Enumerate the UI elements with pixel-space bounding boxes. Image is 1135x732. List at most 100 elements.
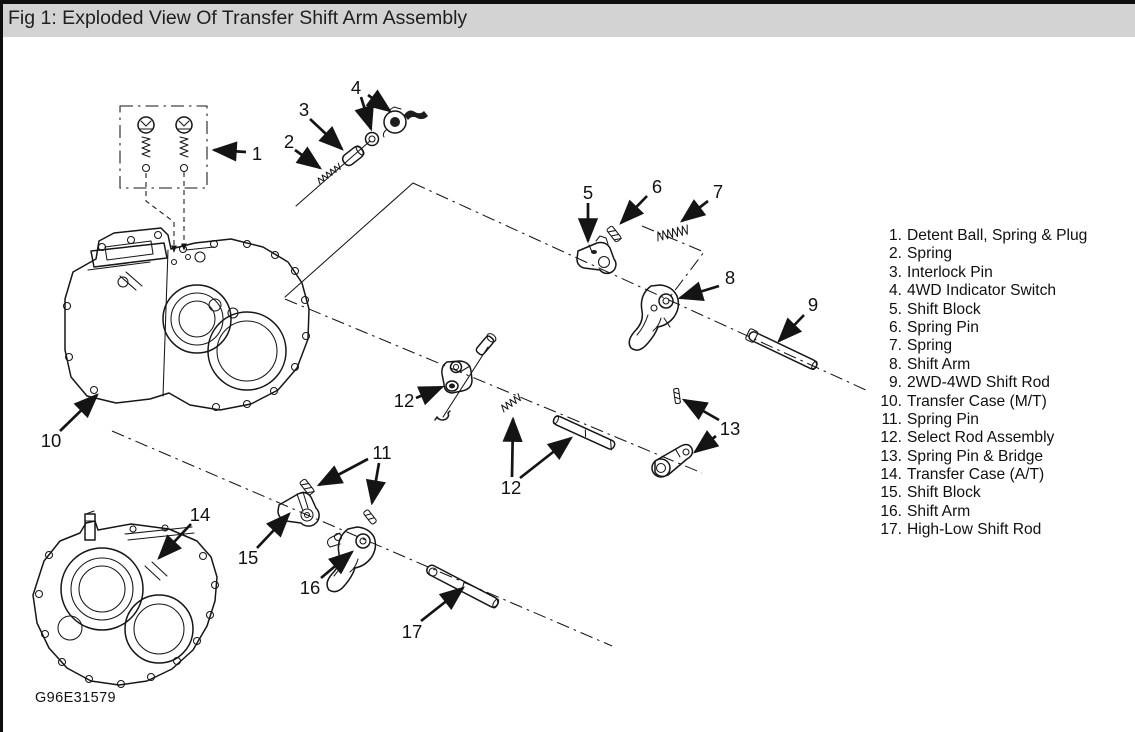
callout-number: 11 <box>372 442 391 463</box>
parts-list-item-name: Interlock Pin <box>907 263 993 281</box>
spring-2 <box>317 162 341 185</box>
parts-list-item-number: 17. <box>880 521 902 539</box>
parts-list-item: 13. Spring Pin & Bridge <box>878 448 1087 466</box>
parts-list-item-number: 10. <box>880 392 902 410</box>
spring-pins-11 <box>299 478 377 525</box>
callout-number: 3 <box>299 99 309 120</box>
parts-list-item-name: Spring Pin <box>907 318 979 336</box>
parts-list-item-name: Shift Arm <box>907 502 971 520</box>
figure-title: Fig 1: Exploded View Of Transfer Shift A… <box>8 7 468 29</box>
parts-list-item: 1. Detent Ball, Spring & Plug <box>878 227 1087 245</box>
callout-number: 1 <box>252 143 262 164</box>
callout-number: 12 <box>394 390 415 411</box>
parts-list-item-name: Spring <box>907 337 953 355</box>
transfer-case-mt-drawing <box>62 227 311 412</box>
parts-list-item-name: Shift Arm <box>907 355 971 373</box>
explosion-axis-lines <box>111 140 869 647</box>
callout-number: 10 <box>41 430 62 451</box>
callout-number: 8 <box>725 267 735 288</box>
parts-list-item-number: 3. <box>888 263 902 281</box>
detent-kit-box <box>119 105 208 189</box>
select-rod-clip <box>434 410 451 421</box>
parts-list-item: 8. Shift Arm <box>878 356 1087 374</box>
parts-list-item: 15. Shift Block <box>878 484 1087 502</box>
callout-number: 2 <box>284 131 294 152</box>
parts-list-item-number: 16. <box>880 502 902 520</box>
figure-title-bar: Fig 1: Exploded View Of Transfer Shift A… <box>0 0 1135 37</box>
parts-list-item-name: Spring <box>907 245 953 263</box>
transfer-case-at-drawing <box>32 510 220 689</box>
callout-number: 9 <box>808 294 818 315</box>
spring-pin-bridge-13 <box>651 387 694 478</box>
parts-list-item: 11. Spring Pin <box>878 411 1087 429</box>
callout-number: 16 <box>300 577 321 598</box>
detent-ball-spring-plug <box>137 116 155 173</box>
callout-number: 6 <box>652 176 662 197</box>
select-rod-spring <box>501 393 521 413</box>
shift-rod-9 <box>745 328 818 371</box>
figure-code: G96E31579 <box>35 690 116 706</box>
parts-list-item-number: 5. <box>888 300 902 318</box>
case-mt-bolt-holes <box>62 230 311 412</box>
window-left-border <box>0 0 3 732</box>
callout-number: 15 <box>238 547 259 568</box>
shift-block-5 <box>576 235 617 275</box>
case-at-bolt-holes <box>34 550 220 689</box>
parts-list-item-name: Select Rod Assembly <box>907 429 1055 447</box>
parts-list-item: 2. Spring <box>878 245 1087 263</box>
parts-list-item-number: 2. <box>888 245 902 263</box>
callout-number: 12 <box>501 477 522 498</box>
parts-list-item-name: 4WD Indicator Switch <box>907 282 1057 300</box>
callout-arrows <box>59 89 805 623</box>
interlock-pin-3 <box>341 145 365 167</box>
parts-list-item-number: 6. <box>888 318 902 336</box>
spring-7 <box>657 224 688 242</box>
parts-list-item-name: Transfer Case (A/T) <box>907 466 1045 484</box>
parts-list-item: 12. Select Rod Assembly <box>878 429 1087 447</box>
callout-number: 13 <box>720 418 741 439</box>
parts-list-item-number: 7. <box>888 337 902 355</box>
parts-list-item: 3. Interlock Pin <box>878 264 1087 282</box>
parts-list-item: 7. Spring <box>878 337 1087 355</box>
shift-arm-16 <box>326 526 377 593</box>
parts-list-item: 17. High-Low Shift Rod <box>878 521 1087 539</box>
parts-list-item-number: 11. <box>881 410 902 428</box>
parts-list-item-number: 9. <box>888 374 902 392</box>
parts-list-item-name: 2WD-4WD Shift Rod <box>907 374 1050 392</box>
callout-number: 7 <box>713 181 723 202</box>
parts-list-item-number: 8. <box>888 355 902 373</box>
parts-list-item: 10. Transfer Case (M/T) <box>878 393 1087 411</box>
high-low-shift-rod-17 <box>426 564 500 609</box>
parts-list-item: 6. Spring Pin <box>878 319 1087 337</box>
spring-pin-6 <box>606 225 622 243</box>
callout-number: 17 <box>402 621 423 642</box>
callout-number: 4 <box>351 77 361 98</box>
parts-list: 1. Detent Ball, Spring & Plug 2. Spring 3. In… <box>878 227 1087 540</box>
parts-list-item-name: Shift Block <box>907 484 981 502</box>
parts-list-item: 4. 4WD Indicator Switch <box>878 282 1087 300</box>
callout-number: 5 <box>583 182 593 203</box>
parts-list-item-name: Shift Block <box>907 300 981 318</box>
parts-list-item-number: 13. <box>880 447 902 465</box>
parts-list-item-number: 12. <box>880 429 902 447</box>
parts-list-item-number: 1. <box>888 227 902 244</box>
callout-number: 14 <box>190 504 211 525</box>
parts-list-item-name: Spring Pin & Bridge <box>907 447 1044 465</box>
parts-list-item-name: Detent Ball, Spring & Plug <box>907 227 1088 244</box>
select-rod <box>552 415 616 451</box>
select-rod-assembly-12 <box>434 333 616 451</box>
parts-list-item: 16. Shift Arm <box>878 503 1087 521</box>
parts-list-item: 14. Transfer Case (A/T) <box>878 466 1087 484</box>
parts-list-item-name: High-Low Shift Rod <box>907 521 1042 539</box>
select-rod-bolt <box>475 333 497 356</box>
parts-list-item-number: 14. <box>880 466 902 484</box>
parts-list-item-number: 15. <box>880 484 902 502</box>
parts-list-item-name: Spring Pin <box>907 410 979 428</box>
parts-list-item-name: Transfer Case (M/T) <box>907 392 1047 410</box>
indicator-switch-4 <box>364 106 428 147</box>
parts-list-item: 5. Shift Block <box>878 301 1087 319</box>
parts-list-item-number: 4. <box>888 282 902 300</box>
